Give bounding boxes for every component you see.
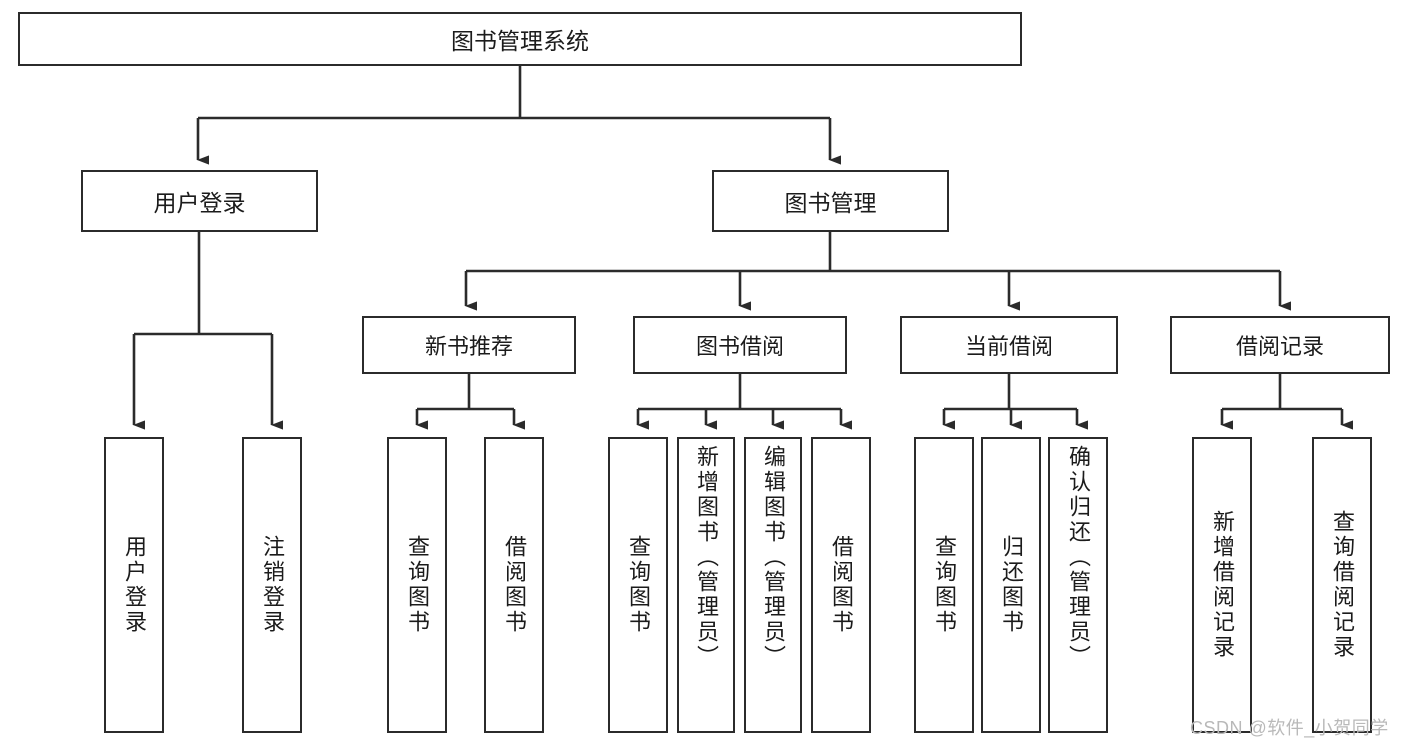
leaf-logout[interactable]: 注销登录 (242, 437, 302, 733)
leaf-query-borrow-record[interactable]: 查询借阅记录 (1312, 437, 1372, 733)
node-borrow-record-label: 借阅记录 (1235, 334, 1324, 359)
leaf-query-book-current-label: 查询图书 (932, 535, 957, 635)
node-root-label: 图书管理系统 (451, 28, 589, 54)
leaf-borrow-book-recommend-label: 借阅图书 (502, 535, 527, 635)
node-book-borrow-label: 图书借阅 (695, 334, 784, 359)
leaf-logout-label: 注销登录 (260, 535, 285, 635)
node-new-book-recommend[interactable]: 新书推荐 (362, 316, 576, 374)
node-current-borrow[interactable]: 当前借阅 (900, 316, 1118, 374)
leaf-add-book-admin[interactable]: 新增图书（管理员） (677, 437, 735, 733)
node-user-login[interactable]: 用户登录 (81, 170, 318, 232)
leaf-edit-book-admin-label: 编辑图书（管理员） (761, 445, 786, 670)
leaf-add-borrow-record-label: 新增借阅记录 (1210, 510, 1235, 660)
leaf-query-book-recommend-label: 查询图书 (405, 535, 430, 635)
node-user-login-label: 用户登录 (153, 190, 246, 216)
leaf-edit-book-admin[interactable]: 编辑图书（管理员） (744, 437, 802, 733)
leaf-query-book-current[interactable]: 查询图书 (914, 437, 974, 733)
leaf-add-book-admin-label: 新增图书（管理员） (694, 445, 719, 670)
leaf-query-book-borrow[interactable]: 查询图书 (608, 437, 668, 733)
leaf-query-borrow-record-label: 查询借阅记录 (1330, 510, 1355, 660)
node-book-management[interactable]: 图书管理 (712, 170, 949, 232)
leaf-confirm-return-admin[interactable]: 确认归还（管理员） (1048, 437, 1108, 733)
node-book-borrow[interactable]: 图书借阅 (633, 316, 847, 374)
node-borrow-record[interactable]: 借阅记录 (1170, 316, 1390, 374)
leaf-add-borrow-record[interactable]: 新增借阅记录 (1192, 437, 1252, 733)
node-new-book-recommend-label: 新书推荐 (424, 334, 513, 359)
node-current-borrow-label: 当前借阅 (964, 334, 1053, 359)
leaf-borrow-book[interactable]: 借阅图书 (811, 437, 871, 733)
leaf-confirm-return-admin-label: 确认归还（管理员） (1066, 445, 1091, 670)
leaf-query-book-borrow-label: 查询图书 (626, 535, 651, 635)
leaf-return-book-label: 归还图书 (999, 535, 1024, 635)
leaf-query-book-recommend[interactable]: 查询图书 (387, 437, 447, 733)
csdn-watermark: CSDN @软件_小贺同学 (1190, 718, 1389, 738)
node-book-management-label: 图书管理 (784, 190, 877, 216)
leaf-user-login[interactable]: 用户登录 (104, 437, 164, 733)
leaf-borrow-book-recommend[interactable]: 借阅图书 (484, 437, 544, 733)
leaf-return-book[interactable]: 归还图书 (981, 437, 1041, 733)
leaf-borrow-book-label: 借阅图书 (829, 535, 854, 635)
leaf-user-login-label: 用户登录 (122, 535, 147, 635)
node-root[interactable]: 图书管理系统 (18, 12, 1022, 66)
